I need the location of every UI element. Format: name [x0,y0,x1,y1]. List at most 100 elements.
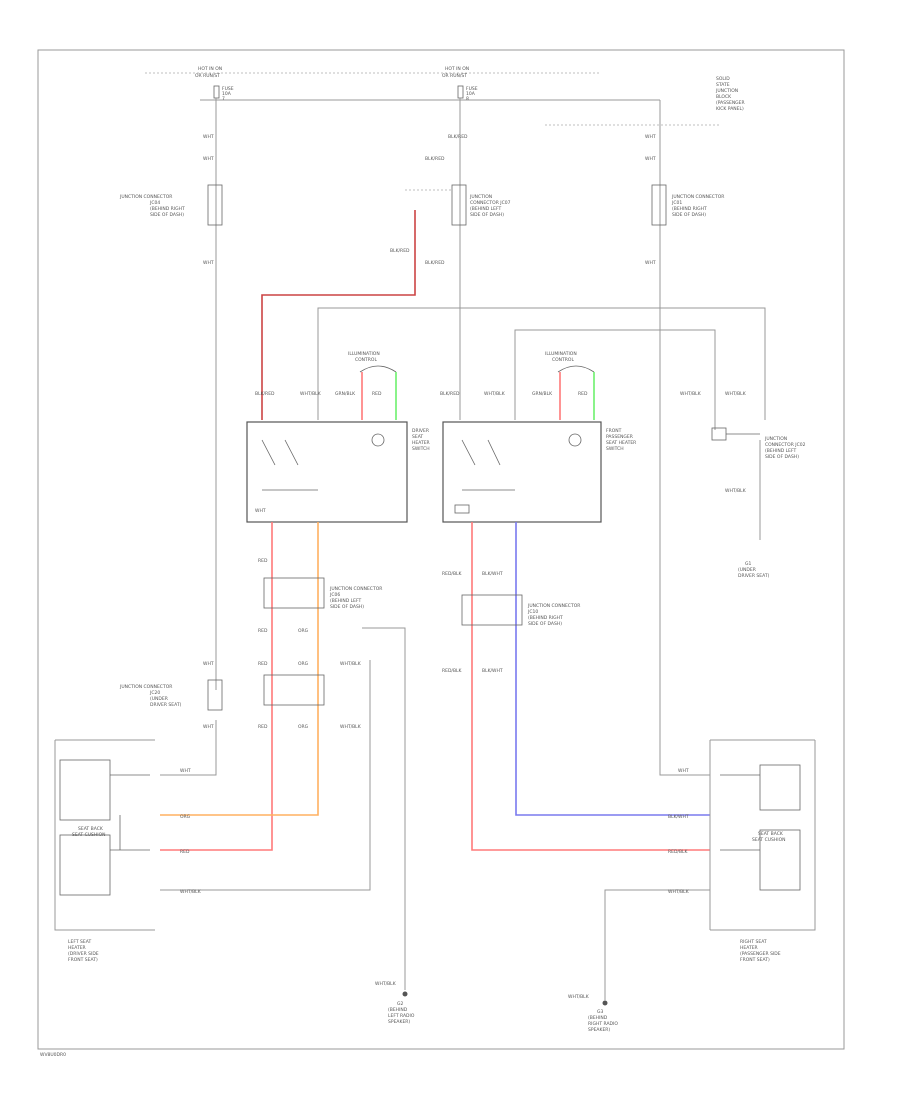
svg-text:SIDE OF DASH): SIDE OF DASH) [765,454,799,460]
left-seat-heater: SEAT BACK SEAT CUSHION LEFT SEAT HEATER … [54,739,155,963]
svg-text:JUNCTION CONNECTOR: JUNCTION CONNECTOR [119,194,172,200]
ground-g3: G3 (BEHIND RIGHT RADIO SPEAKER) [588,1000,618,1033]
svg-text:G2: G2 [397,1001,403,1007]
svg-text:JC06: JC06 [329,592,340,598]
wire-label: WHT [645,156,656,162]
wire-label: BLK/RED [425,156,445,162]
wire-label: GRN/BLK [532,391,553,397]
wire-blue-back-right [515,522,710,816]
svg-text:KICK PANEL): KICK PANEL) [716,106,744,112]
fuse-number: 8 [466,96,469,102]
wire-label: ORG [180,814,191,820]
wire-label: BLK/RED [255,391,275,397]
wire-ground-g3 [604,889,710,1000]
svg-text:SEAT CUSHION: SEAT CUSHION [72,832,106,838]
svg-text:CONTROL: CONTROL [552,357,574,363]
svg-text:HEATER: HEATER [740,945,758,951]
wire-ground-g2 [362,627,406,990]
wire-label: WHT/BLK [725,391,747,397]
junction-connector-jc06: JUNCTION CONNECTOR JC06 (BEHIND LEFT SID… [263,577,382,610]
svg-text:JC20: JC20 [149,690,160,696]
svg-text:(PASSENGER: (PASSENGER [716,100,745,106]
wire-label: RED [258,661,268,667]
wire-label: BLK/RED [425,260,445,266]
wire-label: WHT [645,134,656,140]
wire-label: RED [258,628,268,634]
wire-label: WHT [180,768,191,774]
wire-label: WHT/BLK [680,391,702,397]
svg-text:JUNCTION CONNECTOR: JUNCTION CONNECTOR [671,194,724,200]
svg-text:SOLID: SOLID [716,76,730,82]
wire-label: WHT [203,661,214,667]
svg-text:(BEHIND: (BEHIND [588,1015,608,1021]
diagram-frame [37,49,845,1050]
svg-text:CONTROL: CONTROL [355,357,377,363]
svg-text:HEATER: HEATER [412,440,430,446]
wire-label: WHT [203,134,214,140]
fuse-name: FUSE [222,86,234,92]
wire-label: BLK/WHT [668,814,689,820]
wire-label: WHT [203,156,214,162]
junction-connector-jc07: JUNCTION CONNECTOR JC07 (BEHIND LEFT SID… [405,184,511,226]
fuse-rating: 10A [466,91,476,97]
wire-label: WHT [203,724,214,730]
svg-text:JUNCTION: JUNCTION [715,88,738,94]
svg-text:CONNECTOR JC07: CONNECTOR JC07 [470,200,511,206]
svg-text:(BEHIND RIGHT: (BEHIND RIGHT [528,615,563,621]
svg-text:JC01: JC01 [671,200,682,206]
wire-label: WHT/BLK [340,724,362,730]
svg-text:BLOCK: BLOCK [716,94,732,100]
svg-text:SIDE OF DASH): SIDE OF DASH) [150,212,184,218]
svg-text:JC04: JC04 [149,200,160,206]
wire-ground-left-seat [160,660,371,891]
svg-text:SEAT HEATER: SEAT HEATER [606,440,636,446]
wire-wht-left [160,98,217,776]
svg-text:FRONT SEAT): FRONT SEAT) [740,957,770,963]
wire-label: BLK/WHT [482,668,503,674]
svg-text:DRIVER: DRIVER [412,428,429,434]
svg-text:(UNDER: (UNDER [738,567,756,573]
wire-label: BLK/RED [440,391,460,397]
wire-label: RED [578,391,588,397]
svg-text:SEAT: SEAT [412,434,423,440]
junction-connector-jc10: JUNCTION CONNECTOR JC10 (BEHIND RIGHT SI… [461,594,580,627]
svg-text:(DRIVER SIDE: (DRIVER SIDE [68,951,99,957]
wire-label: BLK/WHT [482,571,503,577]
wire-orange-back-left [160,522,319,816]
svg-text:FRONT SEAT): FRONT SEAT) [68,957,98,963]
svg-text:SWITCH: SWITCH [412,446,430,452]
fuse-box-subtitle: OR RUN/ST [195,73,220,79]
svg-text:SPEAKER): SPEAKER) [588,1027,610,1033]
wire-wht-right [659,100,710,776]
svg-text:PASSENGER: PASSENGER [606,434,633,440]
svg-text:FRONT: FRONT [606,428,622,434]
illumination-control-passenger: ILLUMINATION CONTROL [545,351,595,420]
fuse-box-center: HOT IN ON OR RUN/ST FUSE 10A 8 [442,66,478,102]
junction-connector-jc01: JUNCTION CONNECTOR JC01 (BEHIND RIGHT SI… [651,184,724,226]
wire-label: WHT/BLK [300,391,322,397]
wire-label: WHT/BLK [484,391,506,397]
wire-label: RED [180,849,190,855]
svg-text:HEATER: HEATER [68,945,86,951]
svg-text:SPEAKER): SPEAKER) [388,1019,410,1025]
junction-connector-jc02: JUNCTION CONNECTOR JC02 (BEHIND LEFT SID… [711,427,806,579]
fuse-name: FUSE [466,86,478,92]
switch-terminal-label: WHT [255,508,266,514]
fuse-box-subtitle: OR RUN/ST [442,73,467,79]
svg-text:(BEHIND LEFT: (BEHIND LEFT [765,448,797,454]
svg-text:(PASSENGER SIDE: (PASSENGER SIDE [740,951,781,957]
svg-text:SEAT BACK: SEAT BACK [78,826,104,832]
svg-text:LEFT RADIO: LEFT RADIO [388,1013,415,1019]
svg-text:SIDE OF DASH): SIDE OF DASH) [672,212,706,218]
page-code: WV8U0DR0 [40,1052,66,1058]
svg-text:JUNCTION CONNECTOR: JUNCTION CONNECTOR [119,684,172,690]
svg-text:RIGHT SEAT: RIGHT SEAT [740,939,767,945]
svg-text:JUNCTION: JUNCTION [469,194,492,200]
wire-label: RED [372,391,382,397]
illumination-control-driver: ILLUMINATION CONTROL [348,351,397,420]
svg-text:(BEHIND: (BEHIND [388,1007,408,1013]
svg-text:SIDE OF DASH): SIDE OF DASH) [330,604,364,610]
svg-text:CONNECTOR JC02: CONNECTOR JC02 [765,442,806,448]
svg-text:G3: G3 [597,1009,603,1015]
